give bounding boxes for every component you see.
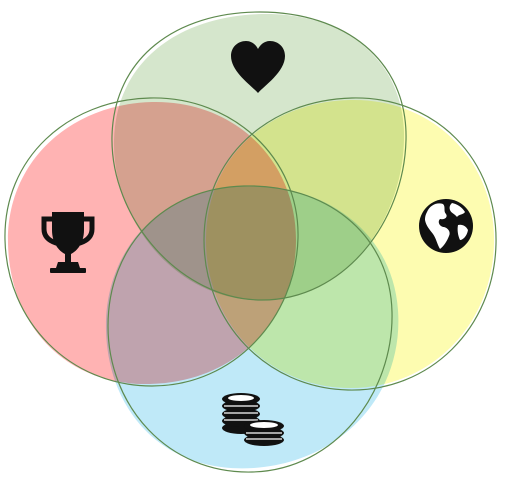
heart-icon <box>231 41 285 93</box>
set-outline-trophy <box>4 97 299 387</box>
set-outline-coins <box>107 185 393 473</box>
trophy-icon <box>41 212 95 273</box>
set-outline-heart <box>111 11 407 301</box>
globe-icon <box>419 199 473 253</box>
set-outline-globe <box>203 97 497 391</box>
set-fill-globe <box>205 99 495 388</box>
coins-icon <box>222 393 284 446</box>
set-outlines <box>4 11 497 473</box>
coin-stack-right <box>244 420 284 446</box>
set-fills <box>7 13 495 469</box>
